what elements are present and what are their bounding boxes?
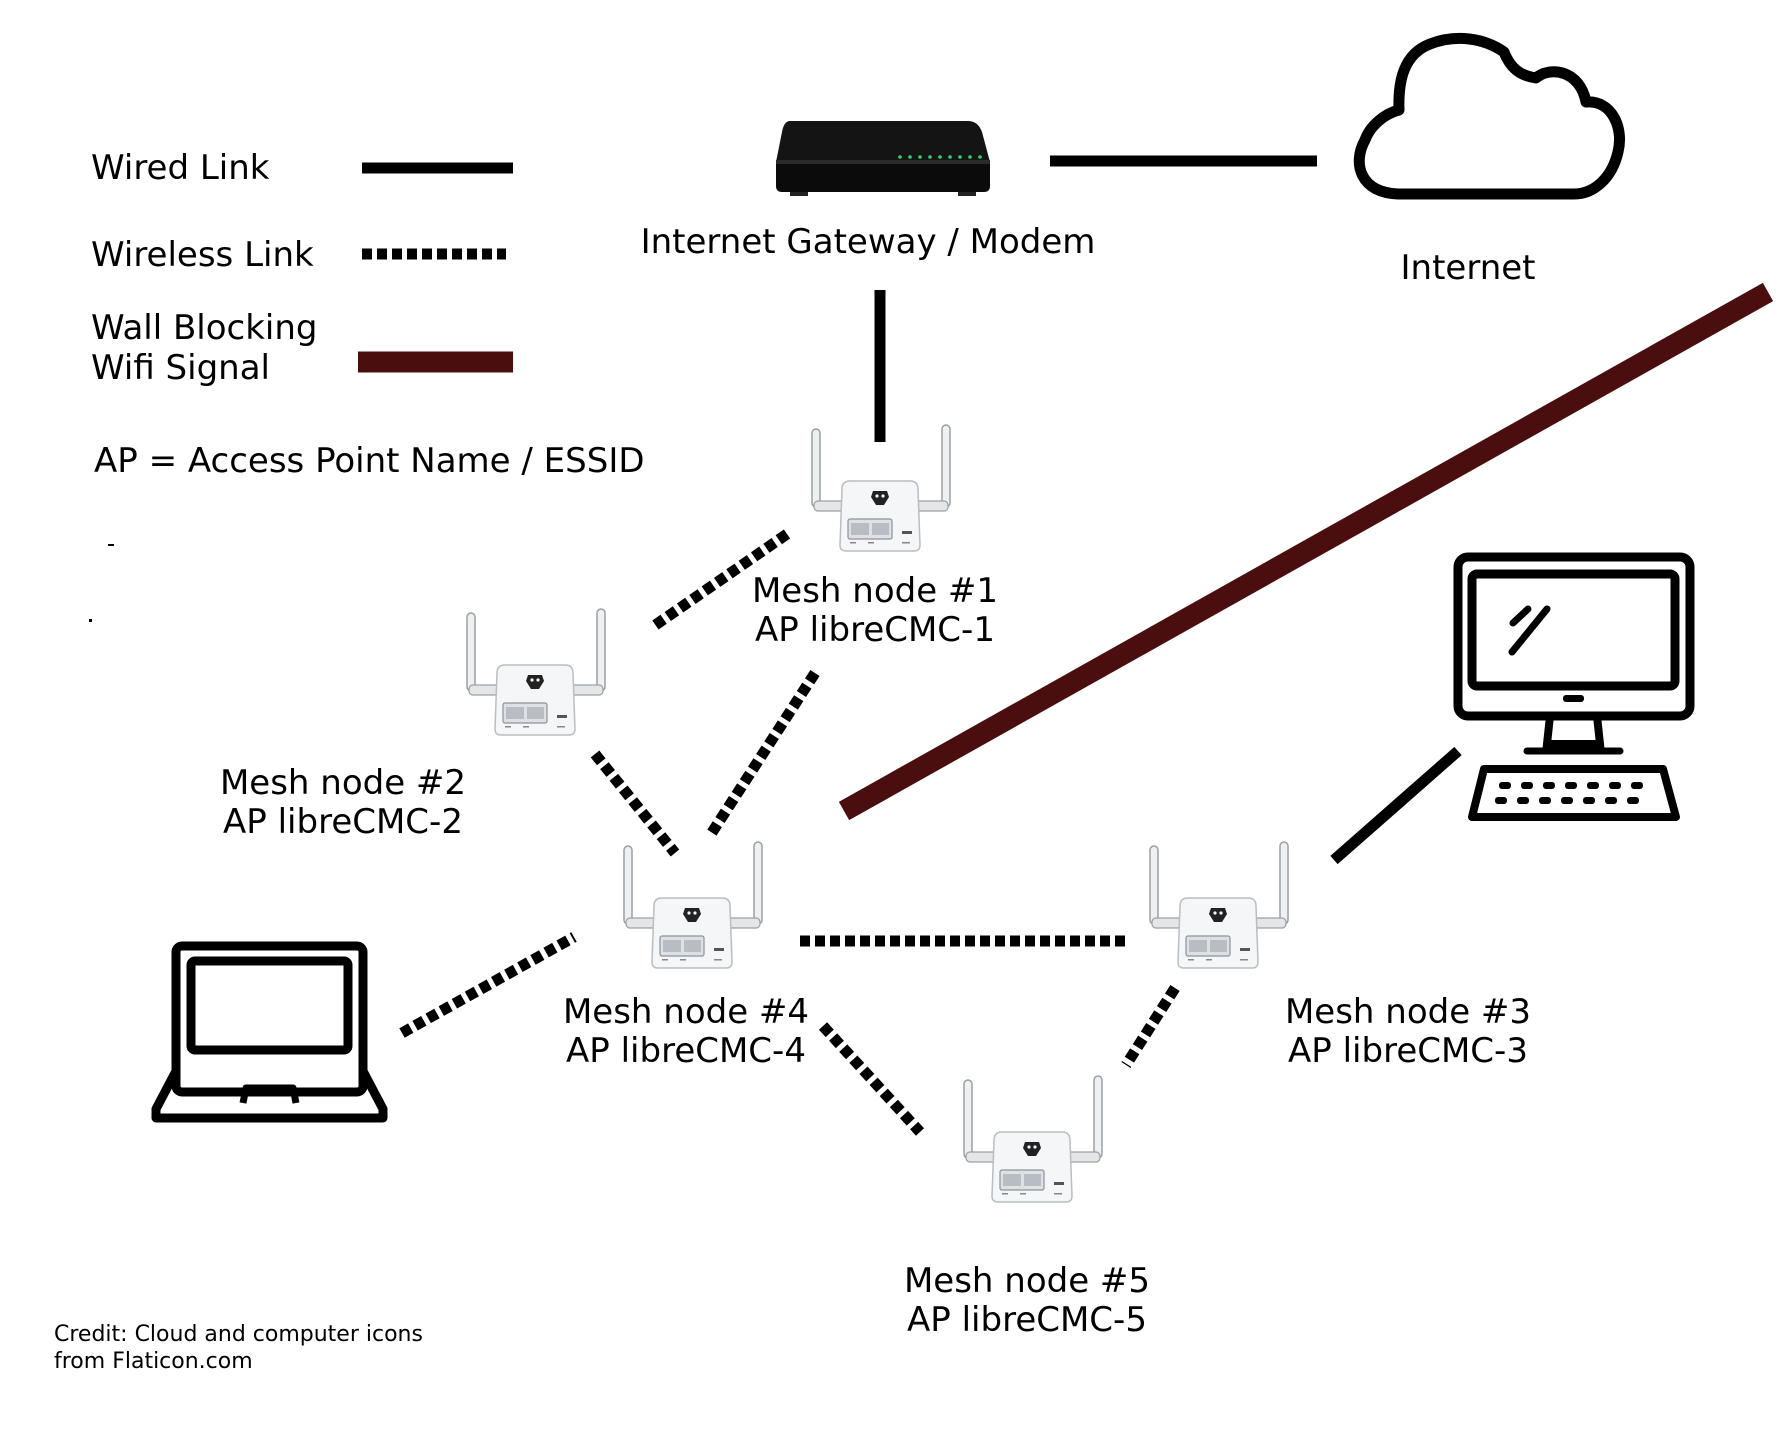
wired-link-node3-desktop <box>1330 746 1462 865</box>
stray-dot <box>89 619 92 622</box>
mesh-node-5-ap: AP libreCMC-5 <box>907 1300 1147 1340</box>
mesh-node-3-router-icon <box>1149 841 1289 969</box>
credit-line-2: from Flaticon.com <box>54 1349 253 1374</box>
gateway-modem-icon <box>776 121 990 196</box>
mesh-node-5-router-icon <box>963 1075 1103 1203</box>
ap-definition-note: AP = Access Point Name / ESSID <box>94 441 645 481</box>
legend-wall-label-line1: Wall Blocking <box>91 308 318 348</box>
credit-line-1: Credit: Cloud and computer icons <box>54 1322 423 1347</box>
mesh-node-2-name: Mesh node #2 <box>219 763 467 803</box>
legend-wall-label-line2: Wifi Signal <box>91 348 270 388</box>
stray-mark <box>108 544 114 546</box>
mesh-node-1-router-icon <box>811 424 951 552</box>
wireless-link-node4-node5 <box>818 1022 925 1136</box>
wireless-link-node1-node2 <box>650 529 791 631</box>
mesh-node-1-ap: AP libreCMC-1 <box>755 610 995 650</box>
wireless-link-node2-node4 <box>590 750 680 857</box>
mesh-node-2-router-icon <box>466 608 606 736</box>
legend-wireless-label: Wireless Link <box>91 235 314 275</box>
mesh-node-4-router-icon <box>623 841 763 969</box>
wireless-link-node3-node5 <box>1121 985 1180 1068</box>
mesh-node-4-name: Mesh node #4 <box>562 992 810 1032</box>
wall-blocking-wifi <box>838 282 1774 821</box>
wireless-link-laptop-node4 <box>399 932 577 1038</box>
mesh-node-3-ap: AP libreCMC-3 <box>1288 1031 1528 1071</box>
desktop-computer-icon <box>1453 552 1695 821</box>
mesh-node-1-name: Mesh node #1 <box>751 571 999 611</box>
wireless-link-node1-node4 <box>706 670 820 837</box>
legend-wired-label: Wired Link <box>91 148 270 188</box>
mesh-node-2-ap: AP libreCMC-2 <box>223 802 463 842</box>
mesh-node-5-name: Mesh node #5 <box>903 1261 1151 1301</box>
internet-label: Internet <box>1400 248 1536 288</box>
mesh-node-4-ap: AP libreCMC-4 <box>566 1031 806 1071</box>
laptop-icon <box>151 941 388 1123</box>
gateway-label: Internet Gateway / Modem <box>640 222 1096 262</box>
mesh-node-3-name: Mesh node #3 <box>1284 992 1532 1032</box>
internet-cloud-icon <box>1353 33 1625 200</box>
